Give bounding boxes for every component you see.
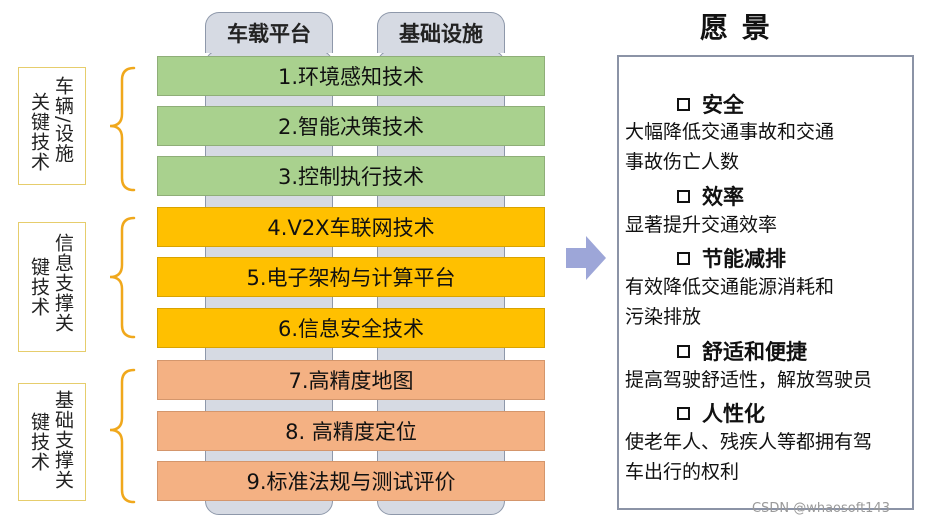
tech-bar-5: 5.电子架构与计算平台 [157,257,545,297]
checkbox-square-icon [677,344,690,358]
vision-desc-humanized-1: 使老年人、残疾人等都拥有驾 [625,431,873,453]
vision-heading-energy: 节能减排 [677,243,786,273]
vision-heading-energy-text: 节能减排 [702,247,786,271]
vision-desc-efficiency-1: 显著提升交通效率 [625,214,778,236]
vision-heading-comfort-text: 舒适和便捷 [702,340,807,364]
tech-bar-8: 8. 高精度定位 [157,411,545,451]
tech-bar-1: 1.环境感知技术 [157,56,545,96]
vision-box [617,55,914,510]
vision-desc-energy-1: 有效降低交通能源消耗和 [625,276,835,298]
category-braces [109,66,136,504]
checkbox-square-icon [677,97,690,111]
tech-bar-6: 6.信息安全技术 [157,308,545,348]
right-arrow-icon [566,236,606,280]
checkbox-square-icon [677,406,690,420]
vision-heading-efficiency: 效率 [677,181,744,211]
vision-desc-comfort-1: 提高驾驶舒适性，解放驾驶员 [625,369,873,391]
tech-bar-2: 2.智能决策技术 [157,106,545,146]
tech-bar-4: 4.V2X车联网技术 [157,207,545,247]
brace-info-support [109,216,136,339]
watermark: CSDN @whaosoft143 [752,501,890,516]
vision-title: 愿 景 [700,11,772,44]
brace-vehicle-infra [109,66,136,192]
vision-desc-safety-1: 大幅降低交通事故和交通 [625,121,835,143]
tech-bar-3: 3.控制执行技术 [157,156,545,196]
category-vehicle-infra-text-1: 车辆/设施 [52,76,74,164]
checkbox-square-icon [677,189,690,203]
category-info-support: 信息支撑关 键技术 [18,222,86,352]
vehicle-platform-label: 车载平台 [205,12,333,53]
vision-desc-humanized-2: 车出行的权利 [625,461,740,483]
vision-heading-humanized-text: 人性化 [702,402,765,426]
category-vehicle-infra: 车辆/设施 关键技术 [18,67,86,185]
checkbox-square-icon [677,251,690,265]
category-base-support-text-2: 键技术 [28,412,50,472]
category-vehicle-infra-text-2: 关键技术 [28,92,50,172]
infrastructure-label: 基础设施 [377,12,505,53]
vision-heading-comfort: 舒适和便捷 [677,336,807,366]
category-base-support: 基础支撑关 键技术 [18,383,86,501]
vision-heading-humanized: 人性化 [677,398,765,428]
category-info-support-text-1: 信息支撑关 [52,233,74,333]
vision-desc-safety-2: 事故伤亡人数 [625,151,740,173]
category-base-support-text-1: 基础支撑关 [52,390,74,490]
vision-heading-safety-text: 安全 [702,93,744,117]
brace-base-support [109,368,136,504]
category-info-support-text-2: 键技术 [28,257,50,317]
vision-heading-efficiency-text: 效率 [702,185,744,209]
tech-bar-9: 9.标准法规与测试评价 [157,461,545,501]
tech-bar-7: 7.高精度地图 [157,360,545,400]
vision-desc-energy-2: 污染排放 [625,306,702,328]
vision-heading-safety: 安全 [677,89,744,119]
